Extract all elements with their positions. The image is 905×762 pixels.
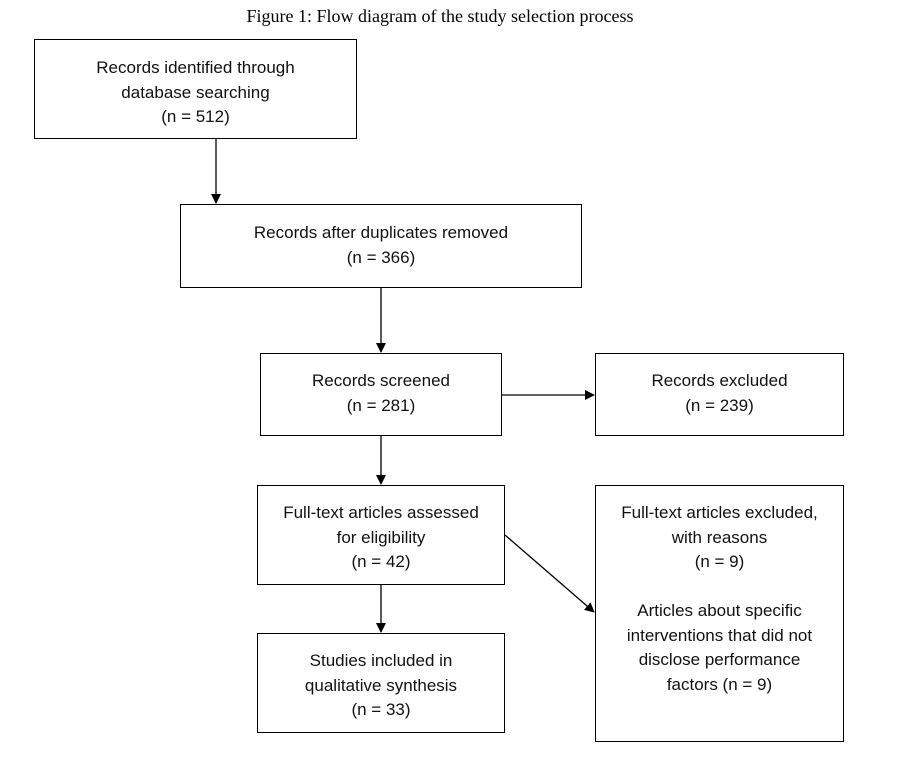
- box-count: (n = 281): [346, 395, 416, 415]
- box-text-line: Full-text articles assessed: [283, 503, 479, 522]
- box-count: (n = 366): [346, 247, 416, 267]
- exclusion-reason-line: factors (n = 9): [666, 674, 773, 694]
- exclusion-reason-line: Articles about specific: [637, 601, 802, 620]
- box-count: (n = 239): [685, 395, 754, 415]
- figure-title: Figure 1: Flow diagram of the study sele…: [246, 6, 634, 26]
- box-studies-included: Studies included in qualitative synthesi…: [257, 633, 505, 733]
- box-text-line: database searching: [121, 82, 270, 102]
- box-text-line: Records identified through: [96, 58, 295, 77]
- box-text-line: with reasons: [671, 527, 768, 547]
- box-count: (n = 42): [351, 552, 411, 571]
- arrow-fulltext-to-fulltext-excluded: [504, 534, 595, 613]
- box-count: (n = 9): [694, 552, 745, 571]
- exclusion-reason-line: disclose performance: [638, 650, 801, 669]
- box-text-line: Full-text articles excluded,: [621, 503, 818, 522]
- box-fulltext-assessed: Full-text articles assessed for eligibil…: [257, 485, 505, 585]
- box-count: (n = 512): [161, 107, 230, 126]
- box-text-line: Records screened: [312, 371, 450, 390]
- box-text-line: Records excluded: [651, 371, 788, 390]
- box-records-excluded: Records excluded (n = 239): [595, 353, 844, 436]
- box-text-line: Studies included in: [309, 651, 453, 670]
- box-text-line: for eligibility: [336, 527, 426, 547]
- box-records-screened: Records screened (n = 281): [260, 353, 502, 436]
- box-duplicates-removed: Records after duplicates removed (n = 36…: [180, 204, 582, 288]
- exclusion-reason-line: interventions that did not: [626, 625, 813, 645]
- box-text-line: Records after duplicates removed: [253, 223, 509, 242]
- box-text-line: qualitative synthesis: [304, 675, 458, 695]
- box-records-identified: Records identified through database sear…: [34, 39, 357, 139]
- box-count: (n = 33): [351, 700, 411, 719]
- box-fulltext-excluded: Full-text articles excluded, with reason…: [595, 485, 844, 742]
